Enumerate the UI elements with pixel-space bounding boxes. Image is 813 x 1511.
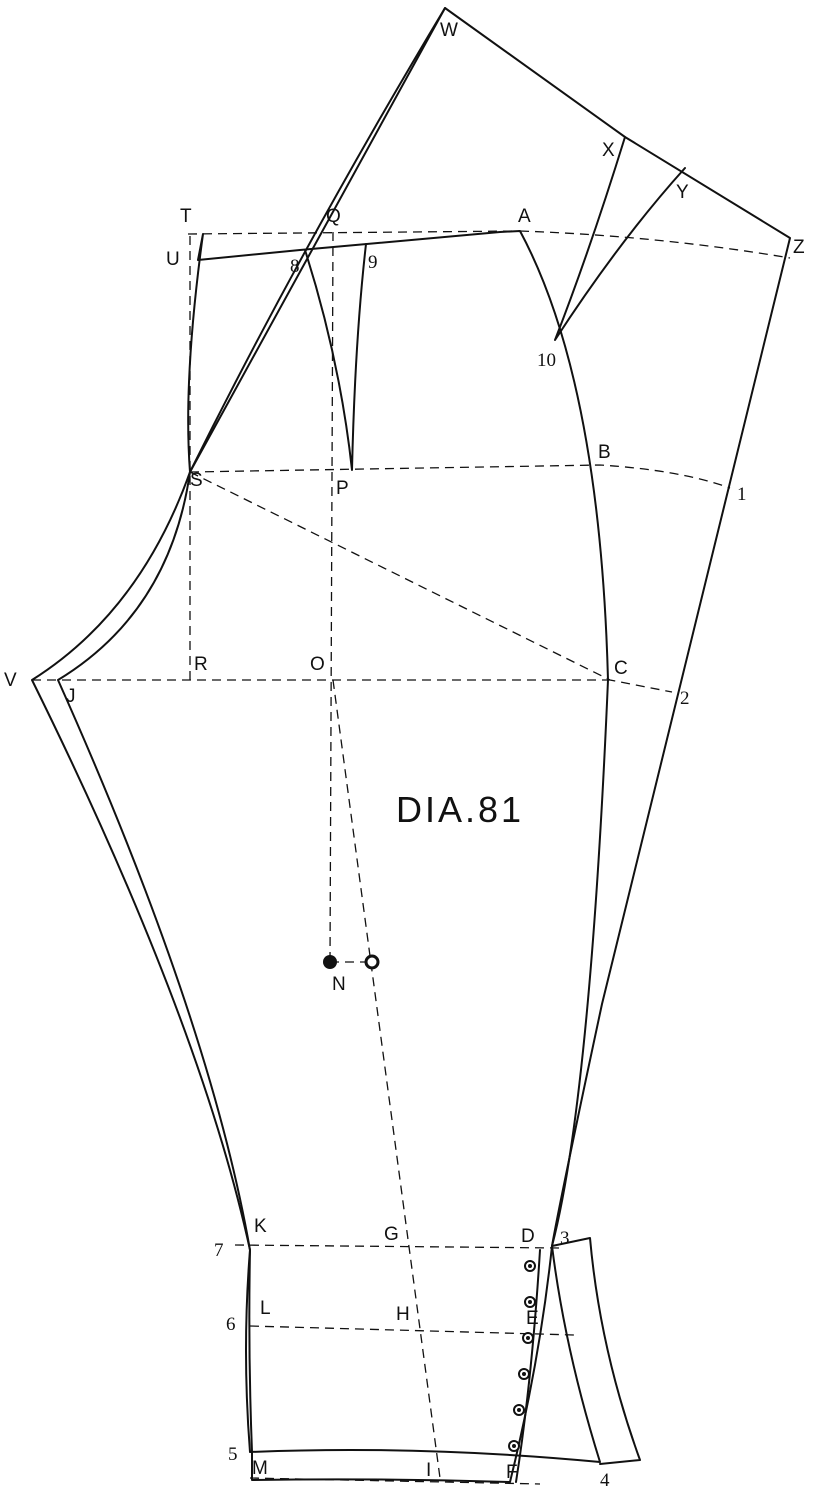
- line-t-a: [187, 230, 521, 235]
- line-a-z: [519, 230, 791, 259]
- label-p: P: [336, 478, 349, 499]
- label-5: 5: [228, 1444, 238, 1465]
- label-s: S: [190, 470, 203, 491]
- point-labels: W X Y Z T Q A U 8 9 10 S P B 1 V J R O C…: [4, 20, 805, 1491]
- label-y: Y: [676, 182, 689, 203]
- label-r: R: [194, 654, 208, 675]
- label-u: U: [166, 249, 180, 270]
- label-l: L: [260, 1298, 271, 1319]
- label-k: K: [254, 1216, 267, 1237]
- diagram-title: DIA.81: [396, 789, 524, 830]
- button-stand-line: [515, 1249, 541, 1483]
- point-n-marker: [323, 955, 337, 969]
- line-6-e: [249, 1325, 576, 1336]
- label-g: G: [384, 1224, 399, 1245]
- back-dart: [554, 136, 686, 341]
- label-w: W: [440, 20, 458, 41]
- label-j: J: [66, 686, 76, 707]
- label-b: B: [598, 442, 611, 463]
- label-e: E: [526, 1308, 539, 1329]
- label-v: V: [4, 670, 17, 691]
- back-panel-outline: [31, 7, 791, 1463]
- markers: [323, 954, 536, 1452]
- label-i: I: [426, 1460, 431, 1481]
- label-7: 7: [214, 1240, 224, 1261]
- line-s-1: [189, 464, 731, 489]
- label-h: H: [396, 1304, 410, 1325]
- front-dart: [304, 243, 367, 471]
- back-seat-line: [189, 7, 446, 473]
- construction-lines: [32, 136, 791, 1485]
- front-panel-outline: [57, 230, 609, 1483]
- label-9: 9: [368, 252, 378, 273]
- label-t: T: [180, 206, 192, 227]
- label-x: X: [602, 140, 615, 161]
- fly-extension: [551, 1237, 641, 1465]
- label-m: M: [252, 1458, 268, 1479]
- label-4: 4: [600, 1470, 610, 1491]
- label-q: Q: [326, 206, 341, 227]
- label-a: A: [518, 206, 531, 227]
- label-2: 2: [680, 688, 690, 709]
- line-7-3: [234, 1244, 561, 1249]
- label-c: C: [614, 658, 628, 679]
- label-6: 6: [226, 1314, 236, 1335]
- point-n-hollow-marker: [364, 954, 380, 970]
- button-holes: [508, 1260, 536, 1452]
- label-o: O: [310, 654, 325, 675]
- label-1: 1: [737, 484, 747, 505]
- pattern-outlines: [31, 7, 791, 1483]
- label-d: D: [521, 1226, 535, 1247]
- label-z: Z: [793, 237, 805, 258]
- label-10: 10: [537, 350, 556, 371]
- label-8: 8: [290, 256, 300, 277]
- line-s-2: [189, 471, 673, 693]
- label-3: 3: [560, 1228, 570, 1249]
- label-n: N: [332, 974, 346, 995]
- label-f: F: [506, 1462, 518, 1483]
